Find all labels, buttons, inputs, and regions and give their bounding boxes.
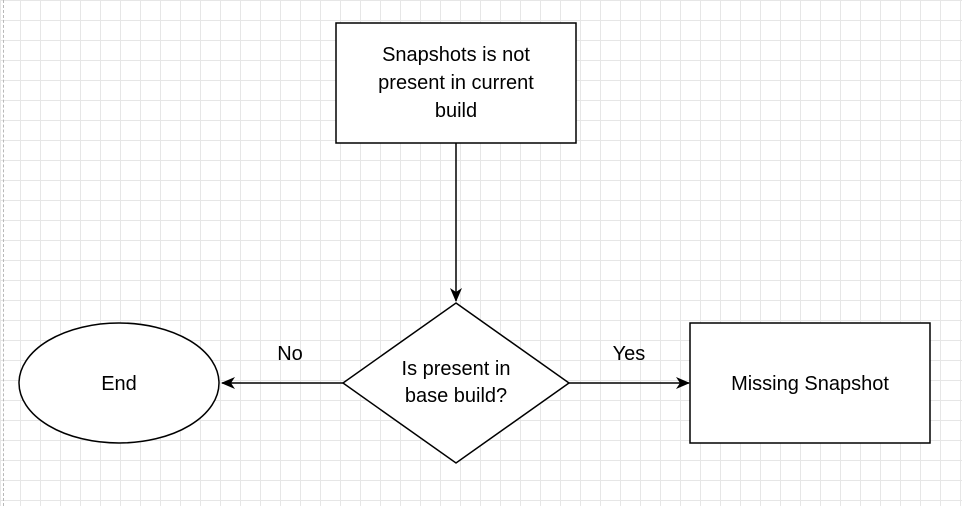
decision-node-label-line-1: Is present in	[402, 358, 511, 380]
decision-node-label-line-2: base build?	[405, 385, 507, 407]
missing-snapshot-label: Missing Snapshot	[731, 373, 889, 395]
page-boundary-guide	[3, 0, 4, 506]
end-node-label: End	[101, 373, 137, 395]
missing-snapshot-node[interactable]: Missing Snapshot	[689, 322, 931, 444]
start-process-node[interactable]: Snapshots is not present in current buil…	[335, 22, 577, 144]
edge-label-yes: Yes	[613, 343, 646, 365]
start-node-label-line-2: present in current	[378, 72, 534, 94]
end-terminator-node[interactable]: End	[18, 322, 220, 444]
start-node-label-line-3: build	[435, 100, 477, 122]
decision-node[interactable]: Is present in base build?	[341, 302, 571, 464]
edge-label-no: No	[277, 343, 303, 365]
start-node-label-line-1: Snapshots is not	[382, 44, 530, 66]
